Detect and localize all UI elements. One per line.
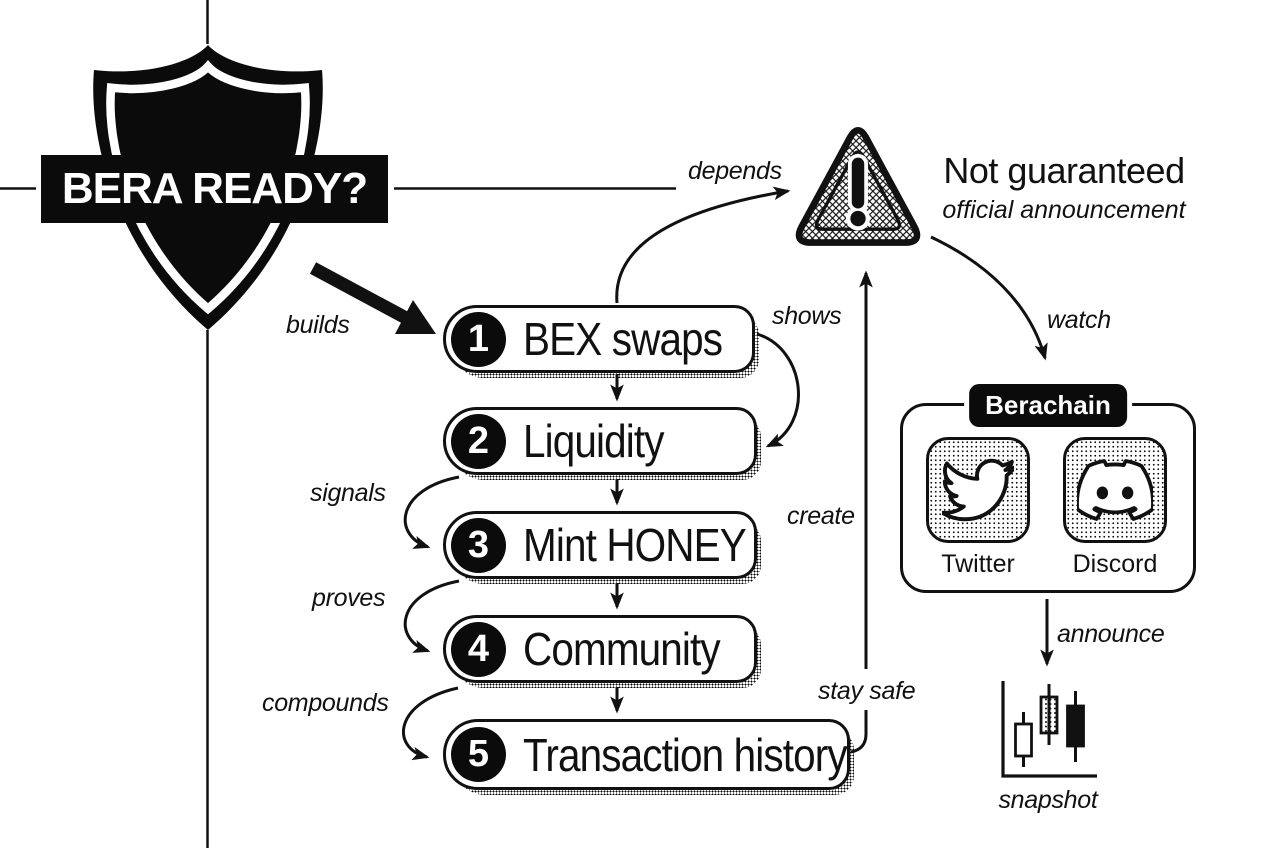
step-label: Liquidity xyxy=(523,415,664,467)
berachain-title-badge: Berachain xyxy=(969,384,1127,427)
proves-label: proves xyxy=(312,584,386,612)
stay-safe-label: stay safe xyxy=(818,677,916,705)
step-transaction-history: 5 Transaction history xyxy=(443,719,854,795)
step-label: Transaction history xyxy=(523,728,848,781)
step-liquidity: 2 Liquidity xyxy=(443,407,761,480)
discord-icon xyxy=(1077,459,1153,521)
step-label: BEX swaps xyxy=(523,313,723,365)
depends-label: depends xyxy=(688,157,782,185)
discord-channel-tile xyxy=(1063,437,1167,543)
warning-title: Not guaranteed xyxy=(943,150,1185,191)
warning-subtitle: official announcement xyxy=(942,196,1186,224)
announce-label: announce xyxy=(1057,620,1165,648)
builds-arrow xyxy=(309,262,436,334)
berachain-social-box: Berachain Twitter Discord xyxy=(900,384,1196,593)
step-community: 4 Community xyxy=(443,615,761,688)
create-label: create xyxy=(787,502,855,530)
twitter-bird-icon xyxy=(942,458,1014,522)
step-number-badge: 4 xyxy=(451,621,506,677)
watch-arrow xyxy=(930,235,1048,361)
compounds-label: compounds xyxy=(262,689,389,717)
step-label: Mint HONEY xyxy=(523,519,747,571)
twitter-channel-tile xyxy=(926,437,1030,543)
crosshair-lines xyxy=(0,0,676,848)
shows-arrow xyxy=(756,332,800,448)
shows-label: shows xyxy=(772,302,842,330)
badge-title-banner: BERA READY? xyxy=(41,155,388,223)
step-number-badge: 5 xyxy=(451,727,506,782)
watch-label: watch xyxy=(1047,306,1111,334)
step-number-badge: 2 xyxy=(451,413,506,469)
create-arrow xyxy=(850,270,873,754)
snapshot-label: snapshot xyxy=(998,786,1098,814)
step-mint-honey: 3 Mint HONEY xyxy=(443,511,761,584)
step-number-badge: 3 xyxy=(451,517,506,573)
signals-label: signals xyxy=(310,479,386,507)
left-loop-arrows xyxy=(402,475,460,761)
step-number-badge: 1 xyxy=(451,311,506,367)
badge-title: BERA READY? xyxy=(61,164,368,213)
warning-headline: Not guaranteed official announcement xyxy=(934,150,1194,225)
step-label: Community xyxy=(523,623,721,675)
snapshot-chart-icon xyxy=(1001,681,1097,778)
step-bex-swaps: 1 BEX swaps xyxy=(443,305,759,378)
twitter-channel-label: Twitter xyxy=(941,550,1015,578)
discord-channel-label: Discord xyxy=(1072,550,1158,578)
builds-label: builds xyxy=(286,311,350,339)
warning-triangle-icon xyxy=(795,127,921,246)
exclamation-glyph xyxy=(846,153,870,231)
depends-arrow xyxy=(615,186,791,304)
